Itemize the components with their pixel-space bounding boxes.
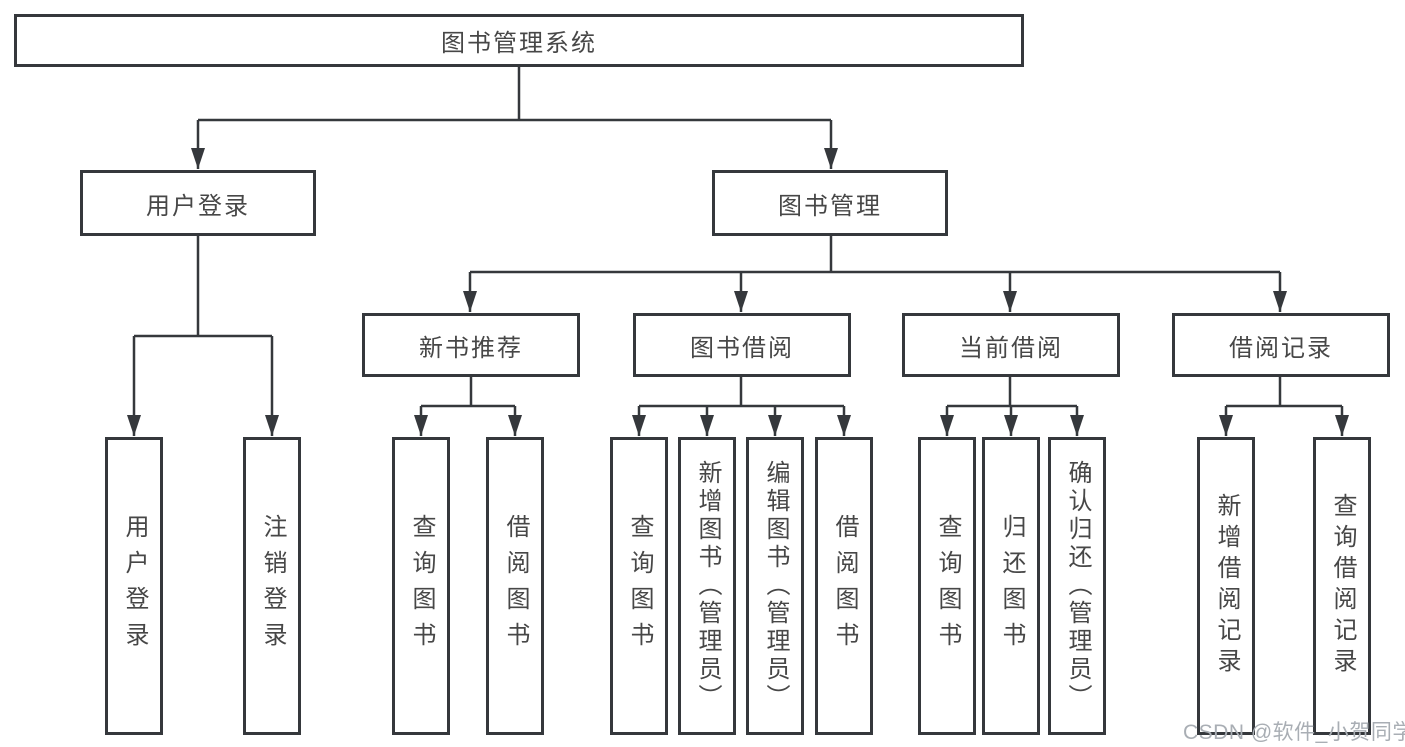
- leaf-edit-book-admin: 编辑图书（管理员）: [746, 437, 804, 735]
- leaf-borrow-books-recommend-label: 借阅图书: [502, 514, 529, 658]
- leaf-query-books-borrow: 查询图书: [610, 437, 668, 735]
- leaf-logout: 注销登录: [243, 437, 301, 735]
- leaf-query-books-recommend-label: 查询图书: [408, 514, 435, 658]
- node-current-borrow: 当前借阅: [902, 313, 1120, 377]
- branch-borrow-records: [1226, 377, 1342, 408]
- leaf-logout-label: 注销登录: [259, 514, 286, 658]
- leaf-query-books-current-label: 查询图书: [934, 514, 961, 658]
- leaf-user-login-label: 用户登录: [121, 514, 148, 658]
- node-book-management: 图书管理: [712, 170, 948, 236]
- leaf-add-borrow-record: 新增借阅记录: [1197, 437, 1255, 735]
- branch-root: [198, 67, 831, 122]
- branch-book-borrow: [639, 377, 844, 408]
- node-user-login: 用户登录: [80, 170, 316, 236]
- node-new-book-recommend-label: 新书推荐: [419, 334, 523, 362]
- leaf-query-borrow-record: 查询借阅记录: [1313, 437, 1371, 735]
- leaf-add-book-admin: 新增图书（管理员）: [678, 437, 736, 735]
- node-borrow-records-label: 借阅记录: [1229, 334, 1333, 362]
- leaf-borrow-books: 借阅图书: [815, 437, 873, 735]
- leaf-borrow-books-recommend: 借阅图书: [486, 437, 544, 735]
- node-book-management-label: 图书管理: [778, 192, 882, 220]
- node-book-borrow-label: 图书借阅: [690, 334, 794, 362]
- branch-new-book: [421, 377, 515, 408]
- branch-current-borrow: [947, 377, 1077, 408]
- leaf-borrow-books-label: 借阅图书: [831, 514, 858, 658]
- node-borrow-records: 借阅记录: [1172, 313, 1390, 377]
- branch-user-login: [134, 236, 272, 338]
- leaf-add-borrow-record-label: 新增借阅记录: [1213, 493, 1240, 679]
- csdn-watermark: CSDN @软件_小贺同学: [1183, 721, 1405, 744]
- node-book-borrow: 图书借阅: [633, 313, 851, 377]
- leaf-add-book-admin-label: 新增图书（管理员）: [694, 460, 721, 712]
- node-current-borrow-label: 当前借阅: [959, 334, 1063, 362]
- leaf-return-book: 归还图书: [982, 437, 1040, 735]
- node-user-login-label: 用户登录: [146, 192, 250, 220]
- node-library-system: 图书管理系统: [14, 14, 1024, 67]
- leaf-confirm-return-admin-label: 确认归还（管理员）: [1064, 460, 1091, 712]
- node-library-system-label: 图书管理系统: [441, 30, 597, 57]
- leaf-query-books-recommend: 查询图书: [392, 437, 450, 735]
- leaf-query-books-current: 查询图书: [918, 437, 976, 735]
- branch-book-management: [470, 236, 1280, 274]
- leaf-query-borrow-record-label: 查询借阅记录: [1329, 493, 1356, 679]
- leaf-query-books-borrow-label: 查询图书: [626, 514, 653, 658]
- node-new-book-recommend: 新书推荐: [362, 313, 580, 377]
- leaf-user-login: 用户登录: [105, 437, 163, 735]
- leaf-return-book-label: 归还图书: [998, 514, 1025, 658]
- leaf-edit-book-admin-label: 编辑图书（管理员）: [762, 460, 789, 712]
- leaf-confirm-return-admin: 确认归还（管理员）: [1048, 437, 1106, 735]
